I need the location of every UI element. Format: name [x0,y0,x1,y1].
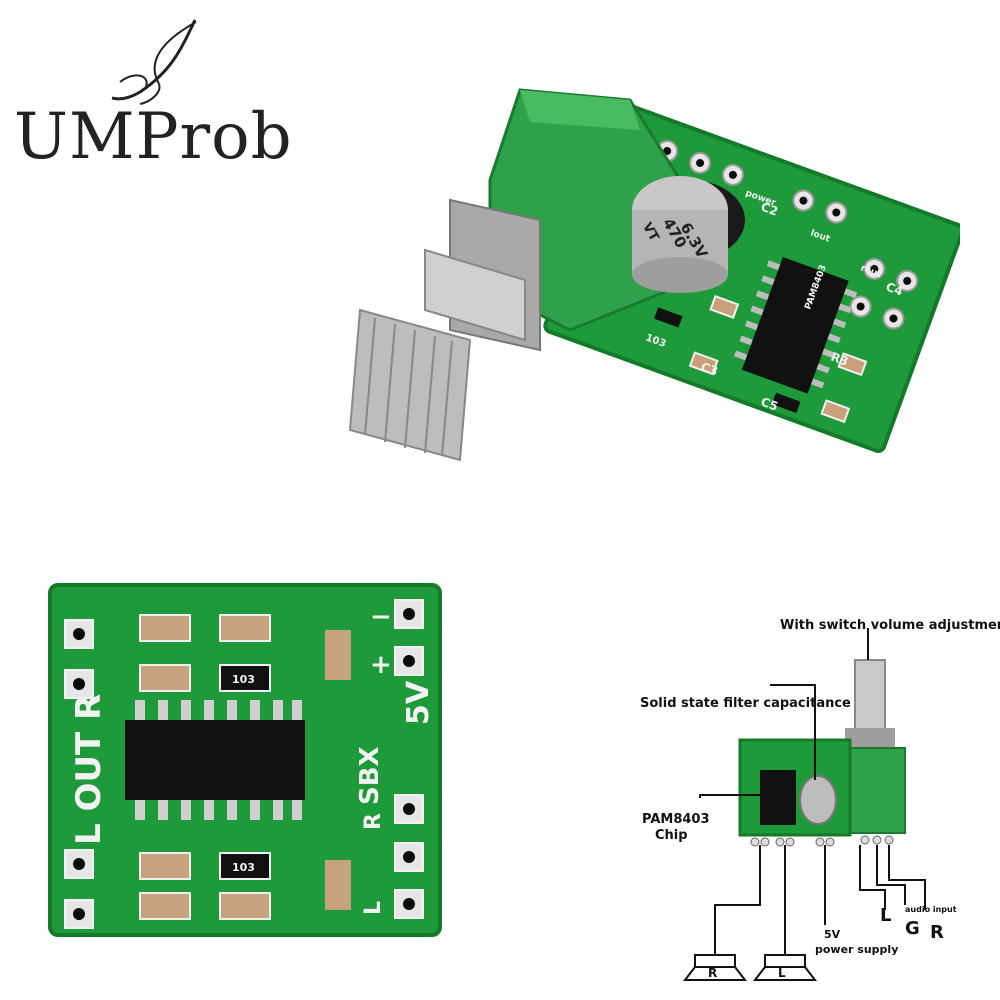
bl-resistor-code-1: 103 [232,673,255,686]
electrolytic-capacitor: 470 6.3V VT [632,176,745,293]
speaker-left-label: L [778,966,786,980]
label-chip-2: Chip [655,828,688,843]
label-power-1: 5V [824,928,841,941]
label-L: L [880,905,892,926]
main-label-c5: C5 [759,395,780,414]
speaker-right-label: R [708,966,717,980]
diagram-pot-housing [844,747,906,834]
diagram-capacitor [799,775,837,825]
main-label-c3: C3 [699,360,720,379]
logo-swash-icon [111,19,197,105]
bottom-left-module-photo: 103 103 L OUT R SBX 5V R L + − [48,583,442,937]
speaker-right-icon [682,954,748,981]
label-filter-capacitance: Solid state filter capacitance [640,696,851,711]
diagram-ic-chip [760,770,796,825]
label-G: G [905,918,920,939]
main-label-plus: + [735,167,743,178]
main-label-r3: R3 [829,350,850,369]
bl-label-l: L [361,901,386,915]
main-label-c2: C2 [759,200,780,219]
main-module-photo: C2 C3 C4 C5 R3 103 + power lout rout PAM… [348,88,960,462]
bl-label-plus: + [370,650,392,680]
label-audio-input: audio input [905,905,957,914]
label-volume-adjustment: With switch volume adjustment [780,618,1000,633]
diagram-pot-shaft [854,659,886,736]
bl-resistor-code-2: 103 [232,861,255,874]
main-ic-chip [741,256,849,394]
speaker-left-icon [752,954,818,981]
wiring-diagram: R L [682,628,926,981]
label-chip-1: PAM8403 [642,812,710,827]
logo-text: UMProb [14,100,293,174]
bl-label-l-out-r: L OUT R [69,694,109,845]
main-label-c4: C4 [884,280,905,299]
bl-ic-chip [125,720,305,800]
label-R: R [930,922,944,943]
bl-label-minus: − [370,602,392,632]
bl-label-sbx: SBX [355,746,385,805]
pot-shaft [348,198,541,462]
label-power-2: power supply [815,943,899,956]
bl-label-5v: 5V [401,680,436,725]
bl-label-r: R [361,813,386,830]
